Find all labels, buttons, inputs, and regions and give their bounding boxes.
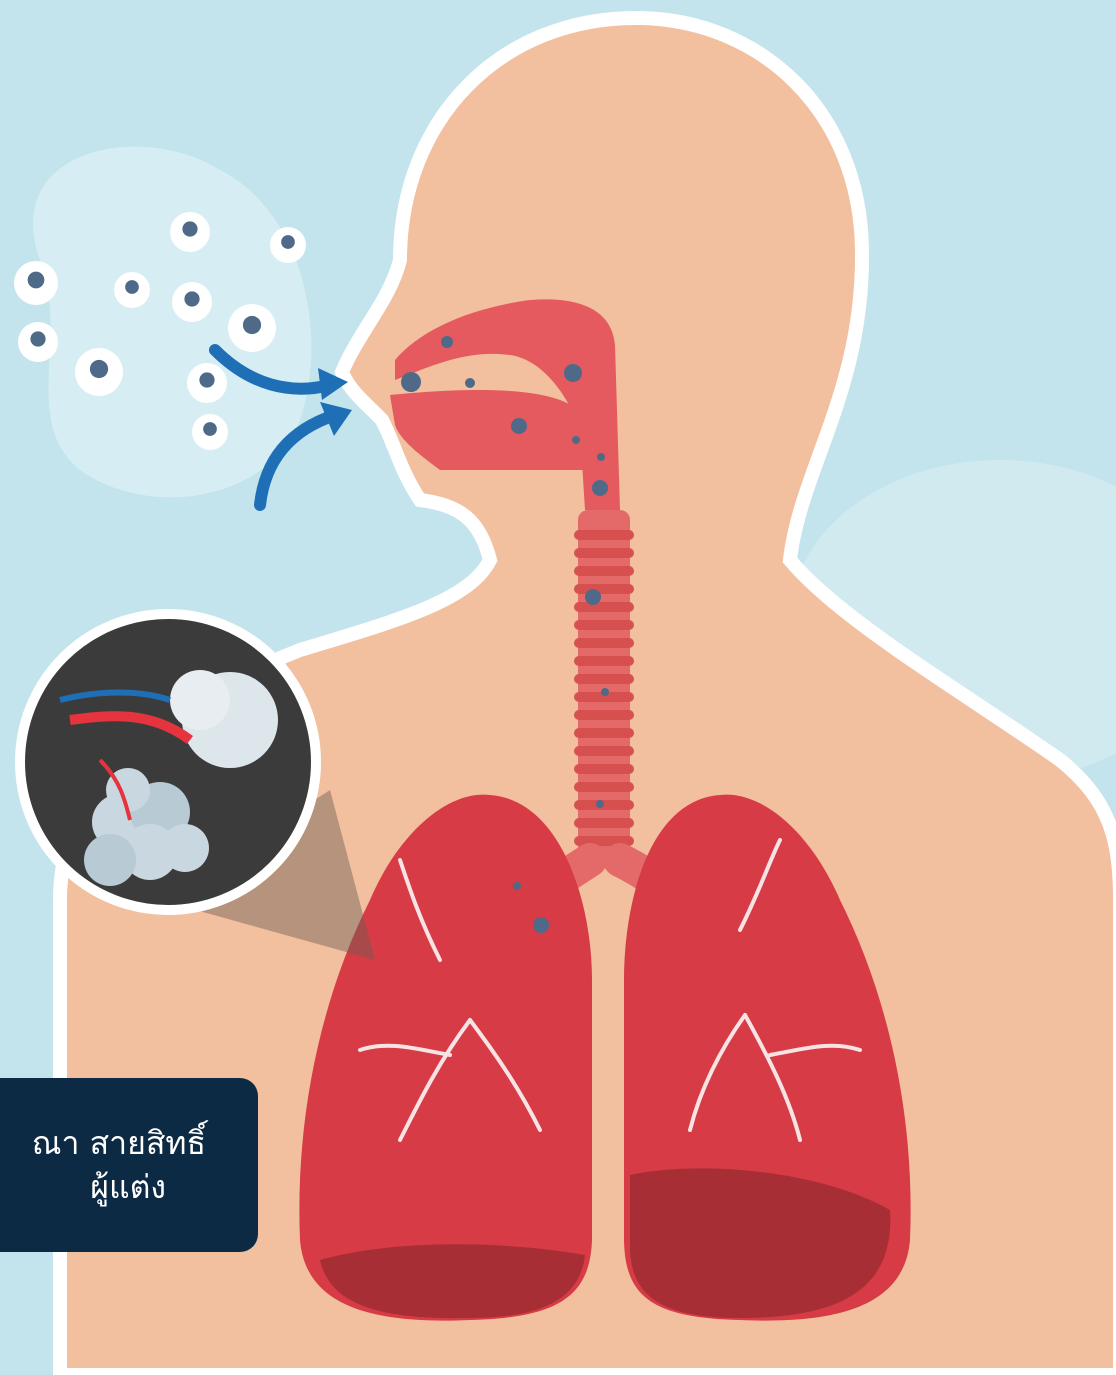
trachea-ring	[574, 746, 634, 756]
inhaled-particle	[585, 589, 601, 605]
inhaled-particle	[601, 688, 609, 696]
inhaled-particle	[533, 917, 549, 933]
author-role: ผู้แต่ง	[90, 1165, 166, 1209]
author-caption: ณา สายสิทธิ์ ผู้แต่ง	[0, 1078, 258, 1252]
particle-dot	[184, 291, 199, 306]
inhaled-particle	[592, 480, 608, 496]
particle-dot	[30, 331, 45, 346]
particle-dot	[281, 235, 295, 249]
author-name: ณา สายสิทธิ์	[32, 1121, 206, 1165]
trachea-ring	[574, 638, 634, 648]
inhaled-particle	[401, 372, 421, 392]
particle-dot	[125, 280, 139, 294]
inhaled-particle	[572, 436, 580, 444]
trachea-ring	[574, 620, 634, 630]
inhaled-particle	[441, 336, 453, 348]
trachea-ring	[574, 764, 634, 774]
particle-dot	[28, 272, 45, 289]
inhaled-particle	[513, 882, 521, 890]
particle-dot	[182, 221, 197, 236]
particle-dot	[199, 372, 214, 387]
trachea-ring	[574, 566, 634, 576]
trachea-ring	[574, 530, 634, 540]
trachea-ring	[574, 782, 634, 792]
trachea-ring	[574, 800, 634, 810]
trachea-ring	[574, 548, 634, 558]
trachea-ring	[574, 656, 634, 666]
trachea-ring	[574, 584, 634, 594]
inhaled-particle	[465, 378, 475, 388]
trachea-ring	[574, 602, 634, 612]
particle-dot	[203, 422, 217, 436]
inhaled-particle	[511, 418, 527, 434]
particle-dot	[243, 316, 261, 334]
particle-dot	[90, 360, 108, 378]
trachea-ring	[574, 674, 634, 684]
inhaled-particle	[597, 453, 605, 461]
trachea-ring	[574, 728, 634, 738]
trachea-ring	[574, 710, 634, 720]
inhaled-particle	[596, 800, 604, 808]
inhaled-particle	[564, 364, 582, 382]
trachea-ring	[574, 818, 634, 828]
